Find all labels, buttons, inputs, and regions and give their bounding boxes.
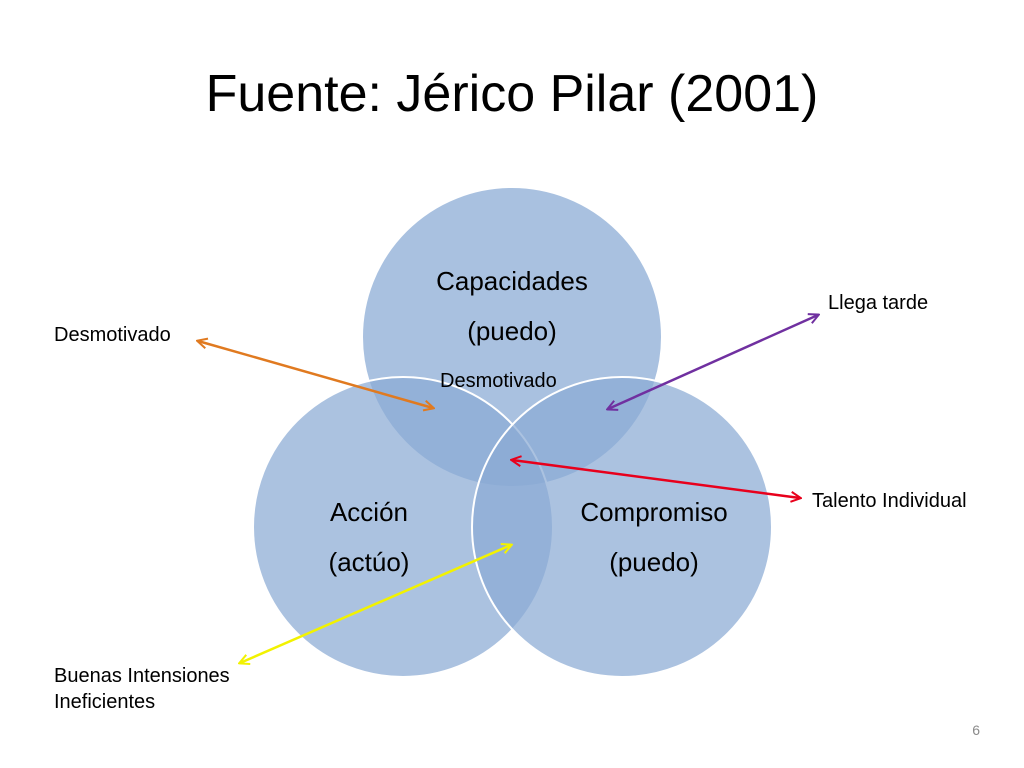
inner-desmotivado-label: Desmotivado (440, 370, 557, 392)
slide-number: 6 (972, 722, 980, 738)
arrow-desmotivado (198, 341, 433, 408)
capacidades-subtitle: (puedo) (467, 316, 557, 346)
buenas-intensiones-label: Buenas Intensiones Ineficientes (54, 663, 230, 715)
buenas-intensiones-line2: Ineficientes (54, 691, 156, 713)
capacidades-title: Capacidades (436, 266, 588, 296)
compromiso-subtitle: (puedo) (609, 547, 699, 577)
venn-circles (252, 186, 773, 678)
llega-tarde-label: Llega tarde (828, 292, 929, 314)
circle-capacidades-label: Capacidades (puedo) (392, 256, 632, 356)
arrow-talento-individual (512, 460, 800, 498)
buenas-intensiones-line1: Buenas Intensiones (54, 665, 230, 687)
circle-compromiso-label: Compromiso (puedo) (534, 487, 774, 587)
circle-accion-label: Acción (actúo) (249, 487, 489, 587)
slide-title: Fuente: Jérico Pilar (2001) (205, 65, 819, 123)
talento-individual-label: Talento Individual (812, 490, 967, 512)
accion-subtitle: (actúo) (328, 547, 410, 577)
compromiso-title: Compromiso (580, 497, 728, 527)
desmotivado-label: Desmotivado (54, 324, 171, 346)
arrow-buenas-intensiones (240, 545, 511, 663)
arrow-llega-tarde (608, 315, 818, 409)
accion-title: Acción (329, 497, 409, 527)
